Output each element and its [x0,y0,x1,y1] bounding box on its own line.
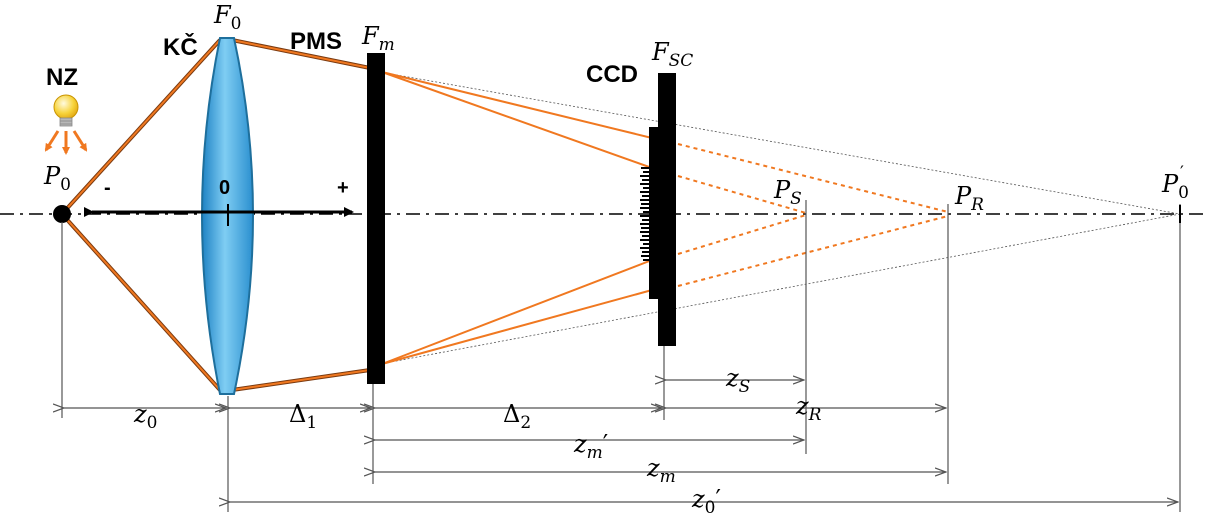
delta1-label: Δ1 [289,400,317,433]
ccd-pattern [640,167,650,261]
light-bulb-icon [44,94,88,155]
virtual-rays [677,143,949,287]
zr-label: zR [795,392,822,425]
plus-label: + [337,177,349,199]
delta2-label: Δ2 [503,400,531,433]
minus-label: - [104,177,111,199]
ps-symbol: PS [773,176,802,209]
point-source [53,205,71,223]
ccd-sensor [658,73,676,346]
ccd-label: CCD [586,61,638,88]
kc-label: KČ [163,33,198,61]
p0-symbol: P0 [43,162,71,195]
dimension-lines [64,380,1178,502]
zm-prime-label: zm′ [573,430,608,463]
fsc-symbol: FSC [651,38,693,71]
p0prime-symbol: P0′ [1161,163,1189,203]
zm-label: zm [646,454,676,487]
source-rays [60,38,371,392]
zs-label: zS [725,364,750,397]
f0-symbol: F0 [213,1,241,34]
grey-rays [379,71,1181,365]
fm-symbol: Fm [361,22,395,55]
z0-prime-label: z0′ [691,485,721,517]
pms-plate [367,53,385,384]
nz-label: NZ [46,64,78,91]
z0-label: z0 [133,400,157,433]
pms-label: PMS [290,28,342,55]
pms-rays [381,71,653,365]
zero-label: 0 [219,177,230,199]
pr-symbol: PR [954,182,984,215]
ccd-mask [649,127,661,299]
